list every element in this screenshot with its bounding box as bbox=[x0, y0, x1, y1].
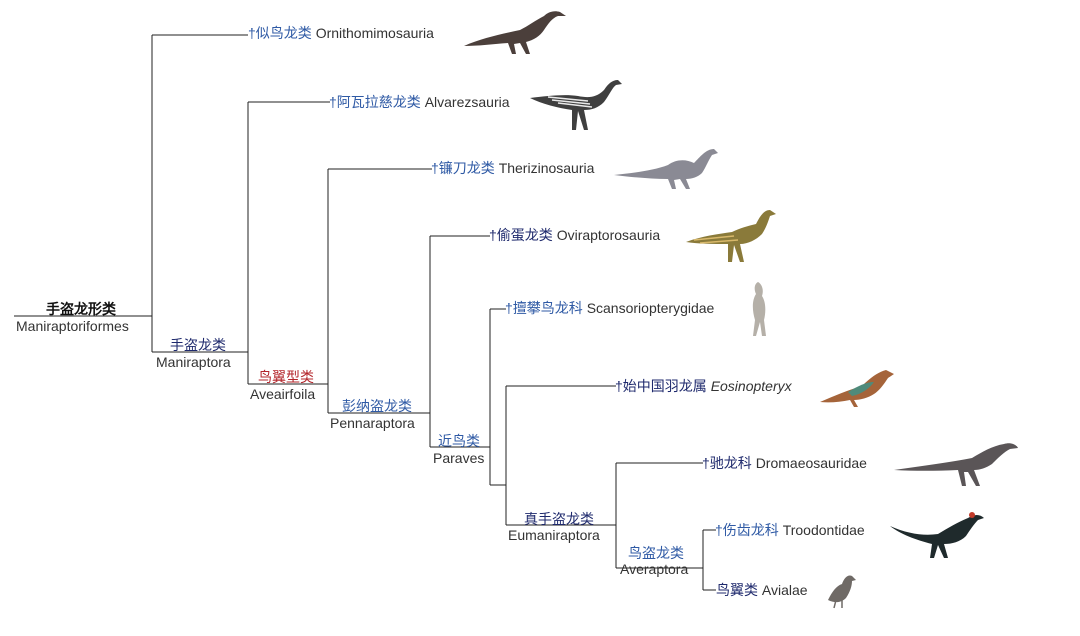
taxon-avialae: 鸟翼类 Avialae bbox=[716, 582, 808, 599]
alvarezsaur-silhouette-icon bbox=[530, 80, 622, 130]
taxon-en: Avialae bbox=[761, 582, 808, 598]
node-paraves-cn: 近鸟类 bbox=[438, 433, 480, 449]
node-averaptora-cn: 鸟盗龙类 bbox=[628, 545, 684, 561]
node-averaptora-en: Averaptora bbox=[620, 561, 689, 577]
taxon-oviraptorosauria: †偷蛋龙类 Oviraptorosauria bbox=[489, 227, 660, 244]
taxon-cn: †似鸟龙类 bbox=[248, 25, 312, 41]
taxon-en: Troodontidae bbox=[782, 522, 865, 538]
node-maniraptora-cn: 手盗龙类 bbox=[170, 337, 226, 353]
taxon-en: Eosinopteryx bbox=[710, 378, 792, 394]
taxon-en: Dromaeosauridae bbox=[755, 455, 867, 471]
node-aveairfoila-en: Aveairfoila bbox=[250, 386, 316, 402]
oviraptorosaur-silhouette-icon bbox=[686, 210, 776, 262]
taxon-therizinosauria: †镰刀龙类 Therizinosauria bbox=[431, 160, 594, 177]
taxon-en: Alvarezsauria bbox=[424, 94, 510, 110]
dromaeosaur-silhouette-icon bbox=[894, 443, 1018, 486]
node-maniraptora-en: Maniraptora bbox=[156, 354, 231, 370]
taxon-alvarezsauria: †阿瓦拉慈龙类 Alvarezsauria bbox=[329, 94, 510, 111]
ornithomimid-silhouette-icon bbox=[464, 11, 566, 55]
therizinosaur-silhouette-icon bbox=[614, 149, 718, 189]
taxon-cn: †镰刀龙类 bbox=[431, 160, 495, 176]
troodontid-silhouette-icon bbox=[890, 512, 984, 558]
root-label-en: Maniraptoriformes bbox=[16, 318, 129, 334]
taxon-ornithomimosauria: †似鸟龙类 Ornithomimosauria bbox=[248, 25, 434, 42]
taxon-en: Ornithomimosauria bbox=[315, 25, 434, 41]
taxon-dromaeosauridae: †驰龙科 Dromaeosauridae bbox=[702, 455, 867, 472]
scansoriopterygid-silhouette-icon bbox=[752, 282, 766, 336]
node-eumaniraptora-cn: 真手盗龙类 bbox=[524, 511, 594, 527]
node-pennaraptora-cn: 彭纳盗龙类 bbox=[342, 398, 412, 414]
taxon-cn: 鸟翼类 bbox=[716, 582, 758, 598]
node-eumaniraptora-en: Eumaniraptora bbox=[508, 527, 600, 543]
taxon-eosinopteryx: †始中国羽龙属 Eosinopteryx bbox=[615, 378, 792, 395]
root-label-cn: 手盗龙形类 bbox=[46, 301, 116, 317]
taxon-en: Therizinosauria bbox=[498, 160, 595, 176]
node-aveairfoila-cn: 鸟翼型类 bbox=[258, 369, 314, 385]
taxon-en: Scansoriopterygidae bbox=[586, 300, 715, 316]
pigeon-silhouette-icon bbox=[828, 575, 856, 609]
node-pennaraptora-en: Pennaraptora bbox=[330, 415, 415, 431]
taxon-cn: †擅攀鸟龙科 bbox=[505, 300, 583, 316]
taxon-cn: †偷蛋龙类 bbox=[489, 227, 553, 243]
taxon-cn: †驰龙科 bbox=[702, 455, 752, 471]
taxon-en: Oviraptorosauria bbox=[556, 227, 661, 243]
taxon-troodontidae: †伤齿龙科 Troodontidae bbox=[715, 522, 865, 539]
taxon-scansoriopterygidae: †擅攀鸟龙科 Scansoriopterygidae bbox=[505, 300, 714, 317]
node-paraves-en: Paraves bbox=[433, 450, 485, 466]
taxon-cn: †伤齿龙科 bbox=[715, 522, 779, 538]
taxon-cn: †始中国羽龙属 bbox=[615, 378, 707, 394]
taxon-cn: †阿瓦拉慈龙类 bbox=[329, 94, 421, 110]
eosinopteryx-silhouette-icon bbox=[820, 370, 894, 407]
